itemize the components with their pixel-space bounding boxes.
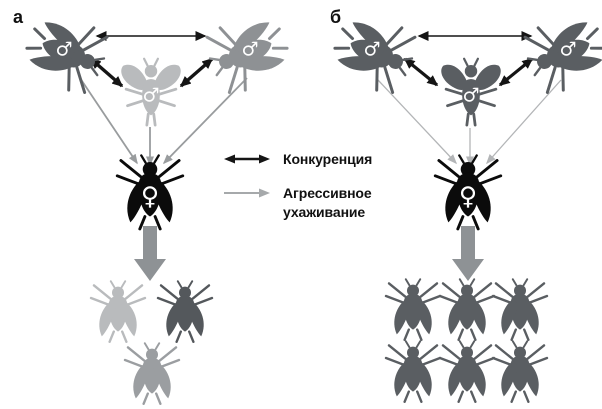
male-fly-left: ♂: [24, 11, 104, 93]
female-symbol: ♀: [140, 181, 160, 211]
male-fly-left: ♂: [332, 11, 412, 93]
offspring-fly: [489, 278, 551, 344]
panel-b-label: б: [330, 7, 342, 27]
fly-icon: [382, 340, 444, 406]
arrowhead: [224, 154, 235, 164]
female-fly: ♀: [427, 154, 509, 234]
fly-icon: [382, 278, 444, 344]
offspring-arrow: [452, 226, 484, 281]
legend-label-competition: Конкуренция: [283, 151, 373, 167]
fly-icon: [121, 342, 183, 408]
offspring-fly: [382, 340, 444, 406]
legend-item-courtship: Агрессивное ухаживание: [224, 184, 404, 222]
male-fly-right: ♂: [210, 11, 290, 93]
fly-icon: [489, 340, 551, 406]
panel-a-label: а: [13, 7, 24, 27]
male-fly-middle: ♂: [116, 56, 186, 132]
female-symbol: ♀: [458, 181, 478, 211]
offspring-fly: [154, 280, 216, 346]
offspring-fly: [121, 342, 183, 408]
legend-item-competition: Конкуренция: [224, 150, 404, 169]
offspring-fly: [87, 280, 149, 346]
male-symbol: ♂: [55, 38, 73, 61]
arrowhead: [259, 154, 270, 164]
male-symbol: ♂: [363, 38, 381, 61]
offspring-fly: [489, 340, 551, 406]
fly-icon: [87, 280, 149, 346]
double-arrow-icon: [224, 154, 270, 164]
legend: Конкуренция Агрессивное ухаживание: [224, 150, 404, 237]
arrow-right-icon: [224, 188, 270, 198]
male-fly-right: ♂: [528, 11, 602, 93]
male-symbol: ♂: [241, 38, 259, 61]
male-symbol: ♂: [559, 38, 577, 61]
legend-label-courtship: Агрессивное ухаживание: [283, 185, 372, 220]
fly-icon: [489, 278, 551, 344]
female-fly: ♀: [109, 154, 191, 234]
offspring-fly: [382, 278, 444, 344]
male-symbol: ♂: [462, 84, 480, 107]
arrowhead: [259, 188, 270, 198]
male-symbol: ♂: [142, 84, 160, 107]
male-fly-middle: ♂: [436, 56, 506, 132]
offspring-arrow: [134, 226, 166, 281]
fly-icon: [154, 280, 216, 346]
